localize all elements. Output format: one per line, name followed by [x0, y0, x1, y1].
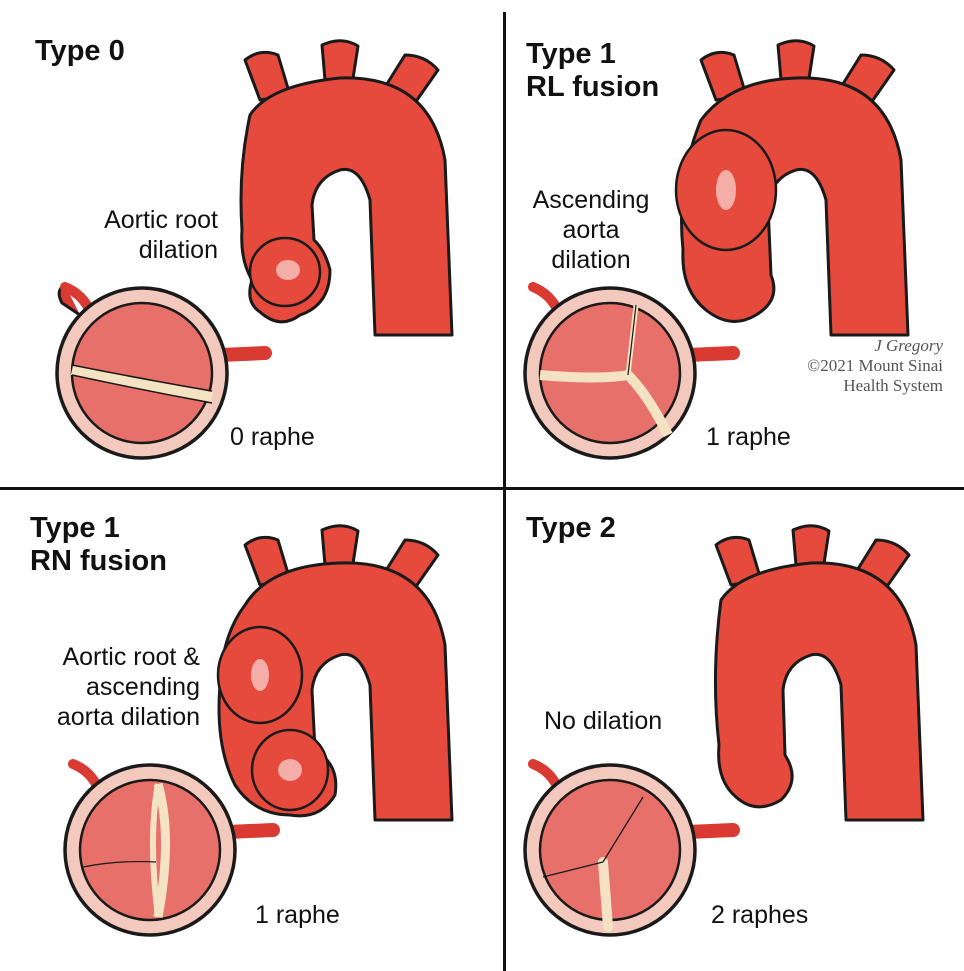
panel-type-1-rl: Type 1 RL fusion Ascending aorta dilatio…	[506, 0, 964, 487]
coronary-artery-icon	[533, 764, 556, 784]
panel-title: Type 2	[526, 512, 616, 545]
panel-title: Type 1 RL fusion	[526, 38, 659, 104]
dilation-label-line: Aortic root &	[20, 642, 200, 672]
raphe-label: 1 raphe	[706, 423, 791, 452]
panel-title-line: RL fusion	[526, 71, 659, 104]
panel-title-line: RN fusion	[30, 545, 167, 578]
panel-type-2: Type 2 No dilation 2 raphes	[506, 490, 964, 971]
dilation-label-line: Aortic root	[40, 205, 218, 235]
panel-title: Type 0	[35, 35, 125, 68]
raphe-label: 1 raphe	[255, 901, 340, 930]
credit-org: Health System	[786, 376, 943, 396]
dilation-label: No dilation	[544, 706, 662, 736]
dilation-label-line: ascending	[20, 672, 200, 702]
panel-title-line: Type 2	[526, 512, 616, 545]
dilation-label-line: aorta	[516, 215, 666, 245]
credit-artist: J Gregory	[786, 336, 943, 356]
dilation-label-line: No dilation	[544, 706, 662, 736]
panel-title-line: Type 0	[35, 35, 125, 68]
dilation-label: Ascending aorta dilation	[516, 185, 666, 275]
dilation-label: Aortic root & ascending aorta dilation	[20, 642, 200, 732]
raphe-label: 0 raphe	[230, 423, 315, 452]
panel-title-line: Type 1	[526, 38, 659, 71]
credit-copyright: ©2021 Mount Sinai	[786, 356, 943, 376]
panel-type-1-rn: Type 1 RN fusion Aortic root & ascending…	[0, 490, 503, 971]
aortic-valve-icon	[58, 752, 288, 952]
dilation-label: Aortic root dilation	[40, 205, 218, 265]
dilation-label-line: Ascending	[516, 185, 666, 215]
dilation-label-line: dilation	[40, 235, 218, 265]
panel-type-0: Type 0 Aortic root dilation	[0, 0, 503, 487]
dilation-label-line: dilation	[516, 245, 666, 275]
coronary-artery-icon	[73, 764, 96, 784]
panel-title-line: Type 1	[30, 512, 167, 545]
coronary-artery-icon	[533, 287, 556, 307]
dilation-label-line: aorta dilation	[20, 702, 200, 732]
panel-title: Type 1 RN fusion	[30, 512, 167, 578]
raphe-label: 2 raphes	[711, 901, 808, 930]
illustration-credit: J Gregory ©2021 Mount Sinai Health Syste…	[786, 336, 943, 396]
